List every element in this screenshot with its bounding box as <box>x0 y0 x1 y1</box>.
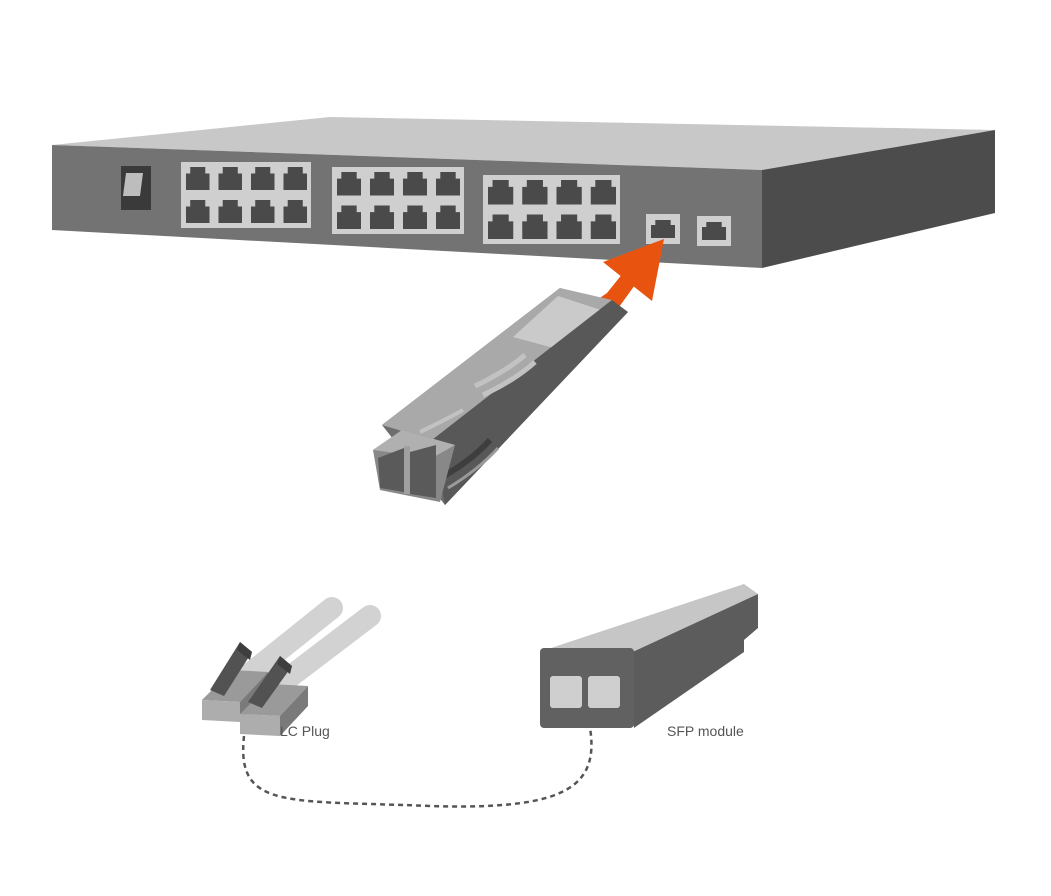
rj45-port-icon <box>403 205 427 229</box>
lc-connector-icon <box>202 597 381 736</box>
rj45-port-icon <box>522 214 548 239</box>
rj45-port-icon <box>590 214 616 239</box>
network-switch-icon <box>52 117 995 268</box>
rj45-port-icon <box>488 180 514 205</box>
dashed-connection-line <box>241 727 593 808</box>
port-banks <box>181 162 731 246</box>
rj45-port-icon <box>337 205 361 229</box>
rj45-port-icon <box>251 167 275 190</box>
rj45-port-icon <box>283 200 307 223</box>
rj45-port-icon <box>436 172 460 196</box>
rj45-port-icon <box>522 180 548 205</box>
rj45-port-icon <box>436 205 460 229</box>
sfp-module-label: SFP module <box>667 723 744 739</box>
rj45-port-icon <box>556 180 582 205</box>
lc-plug-label: LC Plug <box>280 723 330 739</box>
switch-top <box>52 117 995 170</box>
rj45-port-icon <box>651 220 675 238</box>
rj45-port-icon <box>283 167 307 190</box>
sfp-transceiver-icon <box>540 584 758 728</box>
rj45-port-icon <box>186 167 210 190</box>
rj45-port-icon <box>488 214 514 239</box>
power-switch-icon <box>121 166 151 210</box>
rj45-port-icon <box>251 200 275 223</box>
rj45-port-icon <box>556 214 582 239</box>
switch-side <box>762 130 995 268</box>
rj45-port-icon <box>186 200 210 223</box>
rj45-port-icon <box>218 167 242 190</box>
sfp-transceiver-icon <box>373 288 628 505</box>
rj45-port-icon <box>370 205 394 229</box>
rj45-port-icon <box>403 172 427 196</box>
rj45-port-icon <box>337 172 361 196</box>
rj45-port-icon <box>370 172 394 196</box>
rj45-port-icon <box>590 180 616 205</box>
rj45-port-icon <box>218 200 242 223</box>
rj45-port-icon <box>702 222 726 240</box>
